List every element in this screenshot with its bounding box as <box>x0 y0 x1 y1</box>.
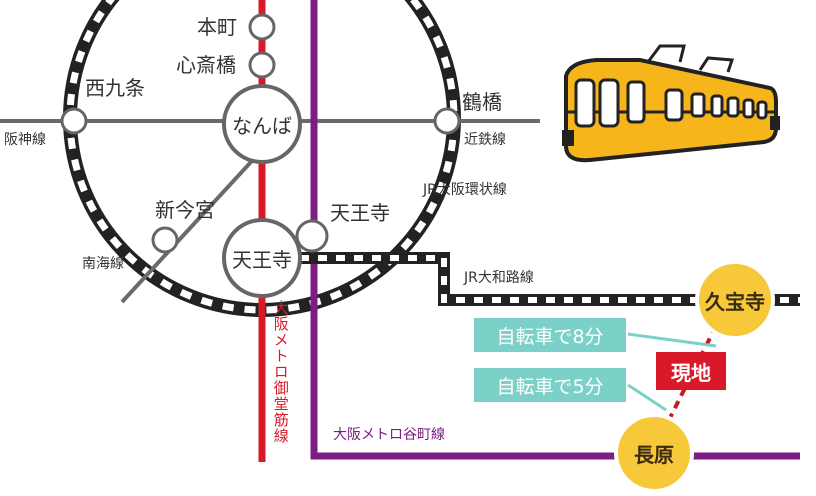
current-location-marker[interactable]: 現地 <box>656 352 726 390</box>
station-kyuhoji-marker[interactable] <box>695 260 775 340</box>
station-namba-marker[interactable] <box>222 84 302 164</box>
station-tennoji-jr-label: 天王寺 <box>330 201 390 225</box>
line-nankai-label: 南海線 <box>82 256 124 272</box>
callout-bike-kyuhoji: 自転車で8分 <box>474 318 626 352</box>
line-midosuji-label: 大阪メトロ御堂筋線 <box>271 300 290 444</box>
station-shin-imamiya-marker[interactable] <box>151 226 179 254</box>
line-tanimachi-label: 大阪メトロ谷町線 <box>333 427 445 443</box>
line-hanshin-label: 阪神線 <box>4 132 46 148</box>
station-honmachi-label: 本町 <box>197 15 237 39</box>
station-tennoji-marker[interactable] <box>222 218 302 298</box>
nankai-line <box>120 148 264 304</box>
station-nishikujo-label: 西九条 <box>85 76 145 100</box>
station-shinsaibashi-label: 心斎橋 <box>176 53 236 77</box>
line-kintetsu-label: 近鉄線 <box>464 132 506 148</box>
callout-bike-nagahara: 自転車で5分 <box>474 368 626 402</box>
station-tennoji-jr-marker[interactable] <box>295 219 329 253</box>
line-jr-yamatoji-label: JR大和路線 <box>464 270 534 286</box>
station-tennoji-label: 天王寺 <box>232 247 292 272</box>
train-icon <box>562 44 780 163</box>
station-kyuhoji-label: 久宝寺 <box>705 289 765 314</box>
station-shinsaibashi-marker[interactable] <box>248 51 276 79</box>
station-tsuruhashi-label: 鶴橋 <box>462 90 502 114</box>
station-shin-imamiya-label: 新今宮 <box>155 198 215 222</box>
station-nishikujo-marker[interactable] <box>60 107 88 135</box>
station-tsuruhashi-marker[interactable] <box>433 107 461 135</box>
station-honmachi-marker[interactable] <box>248 13 276 41</box>
line-jr-loop-label: JR大阪環状線 <box>423 182 507 198</box>
station-namba-label: なんば <box>232 113 292 138</box>
station-nagahara-label: 長原 <box>634 442 674 467</box>
walking-route <box>664 325 718 427</box>
station-nagahara-marker[interactable] <box>614 413 694 493</box>
